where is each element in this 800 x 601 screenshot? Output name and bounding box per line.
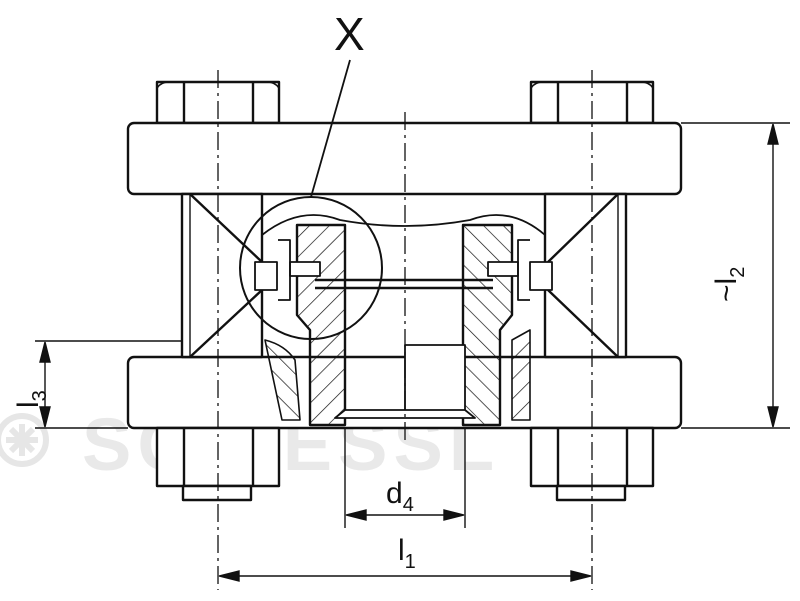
left-body	[180, 192, 264, 359]
watermark-logo-icon	[0, 413, 49, 467]
right-body	[543, 192, 628, 359]
dimension-d4	[344, 428, 466, 528]
label-l2: ~l2	[710, 267, 749, 302]
left-seal	[254, 239, 321, 301]
top-left-bolt-head	[155, 80, 281, 125]
label-l1: l1	[398, 534, 416, 573]
svg-text:l1: l1	[398, 534, 416, 573]
detail-x-leader	[310, 59, 351, 198]
dimension-l2	[681, 122, 790, 429]
right-hatched-wall	[461, 223, 531, 427]
label-d4: d4	[386, 477, 414, 516]
dimension-l1	[218, 570, 592, 582]
svg-text:d4: d4	[386, 477, 414, 516]
svg-text:l3: l3	[12, 390, 51, 408]
body-inner-outline	[261, 214, 546, 236]
detail-x-label: X	[334, 8, 365, 60]
svg-text:~l2: ~l2	[710, 267, 749, 302]
dimension-l3	[35, 340, 182, 429]
label-l3: l3	[12, 390, 51, 408]
right-seal	[487, 239, 553, 301]
